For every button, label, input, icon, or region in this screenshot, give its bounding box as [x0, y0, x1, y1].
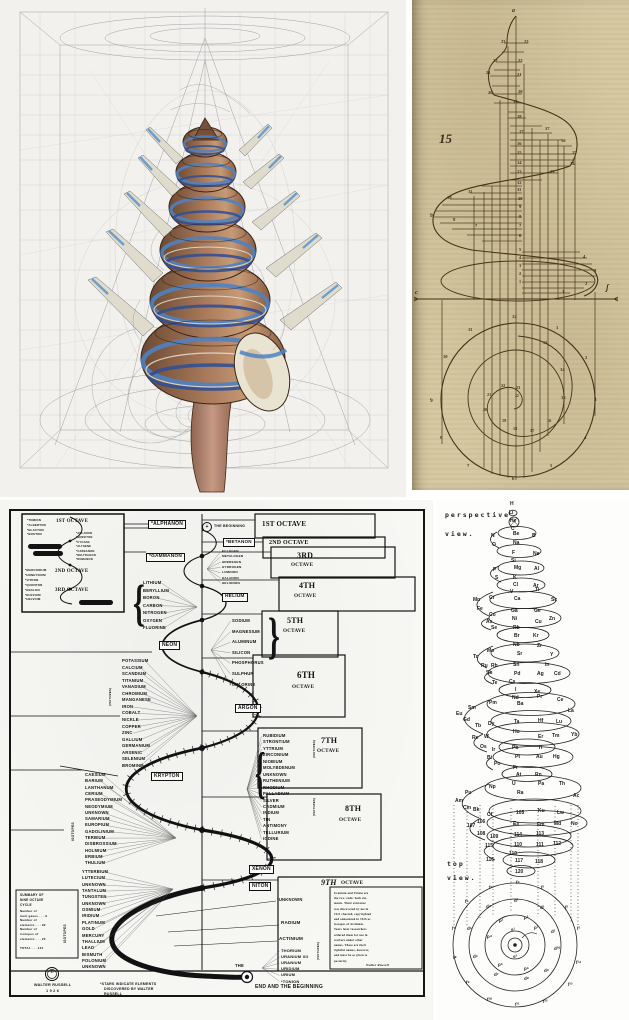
- projection-verticals: [441, 16, 596, 480]
- top-view-circles: [452, 882, 578, 1008]
- shell-art: [87, 117, 343, 493]
- shell-construction-graphic: [19, 8, 389, 493]
- connector-fan-lines: [93, 551, 280, 982]
- projection-dotted-lines: [453, 805, 579, 927]
- helix-rungs: [434, 42, 597, 294]
- shell-blueprint-panel: [0, 0, 406, 497]
- helix-loops: [461, 509, 588, 877]
- nine-octave-spiral: [109, 529, 276, 980]
- russell-chart-graphic: [9, 509, 425, 997]
- pencil-scribbles: [132, 84, 285, 351]
- helical-table-graphic: [452, 509, 588, 1008]
- helix-engraving-graphic: [413, 15, 619, 480]
- spiral-nodes: [68, 539, 205, 891]
